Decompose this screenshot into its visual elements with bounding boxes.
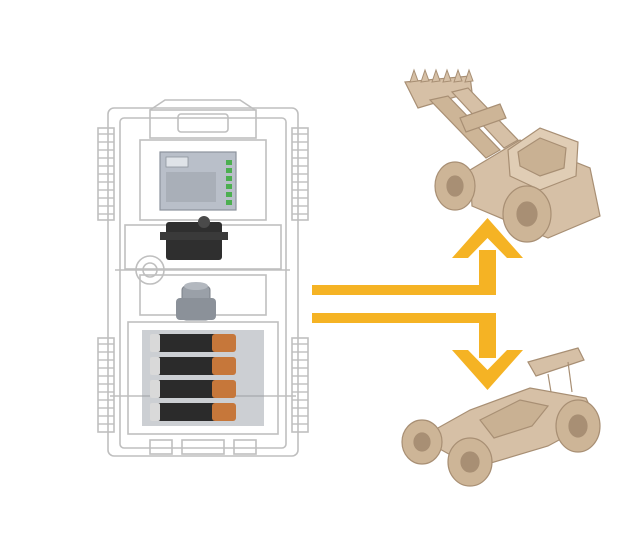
battery-nub xyxy=(236,339,240,347)
buggy-front-right-hub xyxy=(460,451,480,473)
up-arrow-head xyxy=(452,218,523,258)
chassis-top-cab xyxy=(149,99,256,111)
board-led xyxy=(226,192,232,197)
battery-copper-end xyxy=(212,357,236,375)
battery-terminal xyxy=(150,380,160,398)
servo-shaft xyxy=(198,216,210,228)
upper-arrow-shaft xyxy=(479,250,496,295)
chassis-top-window xyxy=(177,113,229,133)
battery-pack xyxy=(142,330,264,426)
right-track-bottom xyxy=(291,337,309,433)
bucket-tooth xyxy=(453,68,463,83)
aa-battery xyxy=(150,334,240,352)
chassis-outline xyxy=(107,107,299,457)
board-led xyxy=(226,176,232,181)
board-led xyxy=(226,168,232,173)
buggy-spoiler xyxy=(527,347,585,377)
board-led xyxy=(226,184,232,189)
split-arrows xyxy=(312,218,523,390)
motor-cap xyxy=(184,282,208,290)
wooden-loader-model xyxy=(404,68,601,243)
chassis-bottom-tab xyxy=(181,439,225,455)
aa-battery xyxy=(150,357,240,375)
lower-arrow-shaft xyxy=(479,313,496,358)
battery-body xyxy=(150,334,230,352)
buggy-rear-hub xyxy=(568,414,588,438)
servo-body xyxy=(166,222,222,260)
battery-nub xyxy=(236,408,240,416)
buggy-front-left-hub xyxy=(413,432,431,452)
loader-bucket-teeth xyxy=(409,68,474,83)
aa-battery xyxy=(150,403,240,421)
loader-front-wheel-hub xyxy=(446,175,464,197)
aa-battery xyxy=(150,380,240,398)
battery-nub xyxy=(236,385,240,393)
battery-terminal xyxy=(150,403,160,421)
board-display xyxy=(165,156,189,168)
battery-nub xyxy=(236,362,240,370)
upper-connector-line xyxy=(312,285,496,295)
chassis-inner-outline xyxy=(119,117,287,449)
chassis-gear xyxy=(135,255,165,285)
down-arrow-head xyxy=(452,350,523,390)
chassis-bottom-tab xyxy=(233,439,257,455)
control-board xyxy=(159,151,237,211)
servo-motor xyxy=(160,216,228,260)
bucket-tooth xyxy=(420,68,430,83)
lower-connector-line xyxy=(312,313,496,323)
loader-cab-window xyxy=(517,137,567,177)
board-led xyxy=(226,160,232,165)
battery-terminal xyxy=(150,334,160,352)
buggy-cockpit xyxy=(479,399,550,439)
bucket-tooth xyxy=(431,68,441,83)
chassis-bottom-tab xyxy=(149,439,173,455)
buggy-spoiler-post xyxy=(567,361,573,393)
battery-copper-end xyxy=(212,380,236,398)
dc-motor xyxy=(176,282,216,321)
battery-copper-end xyxy=(212,403,236,421)
left-track-bottom xyxy=(97,337,115,433)
track-treads xyxy=(98,133,308,425)
loader-rear-wheel-hub xyxy=(516,201,538,227)
chassis-gear-hub xyxy=(142,262,158,278)
wooden-buggy-model xyxy=(401,347,601,487)
board-leds xyxy=(226,160,232,205)
battery-body xyxy=(150,403,230,421)
motor-housing xyxy=(176,298,216,320)
bucket-tooth xyxy=(464,68,474,83)
battery-body xyxy=(150,357,230,375)
board-panel xyxy=(166,172,216,202)
servo-mount xyxy=(160,232,228,240)
bucket-tooth xyxy=(409,68,419,83)
battery-body xyxy=(150,380,230,398)
battery-copper-end xyxy=(212,334,236,352)
battery-bay-frame xyxy=(127,321,279,435)
chassis-top-frame xyxy=(149,109,257,139)
board-led xyxy=(226,200,232,205)
loader-linkage xyxy=(459,103,507,133)
bucket-tooth xyxy=(442,68,452,83)
battery-terminal xyxy=(150,357,160,375)
